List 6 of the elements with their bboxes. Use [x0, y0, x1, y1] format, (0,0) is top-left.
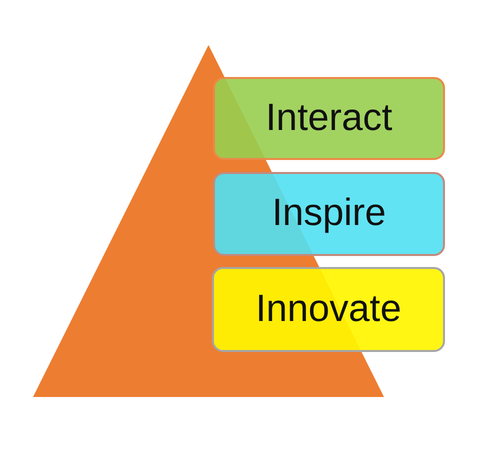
tier-label: Inspire — [272, 193, 386, 235]
tier-box — [212, 267, 445, 352]
tier-box — [213, 172, 445, 256]
tier-label: Interact — [266, 98, 392, 140]
tier-label: Innovate — [256, 288, 402, 330]
tier-box — [213, 77, 445, 160]
